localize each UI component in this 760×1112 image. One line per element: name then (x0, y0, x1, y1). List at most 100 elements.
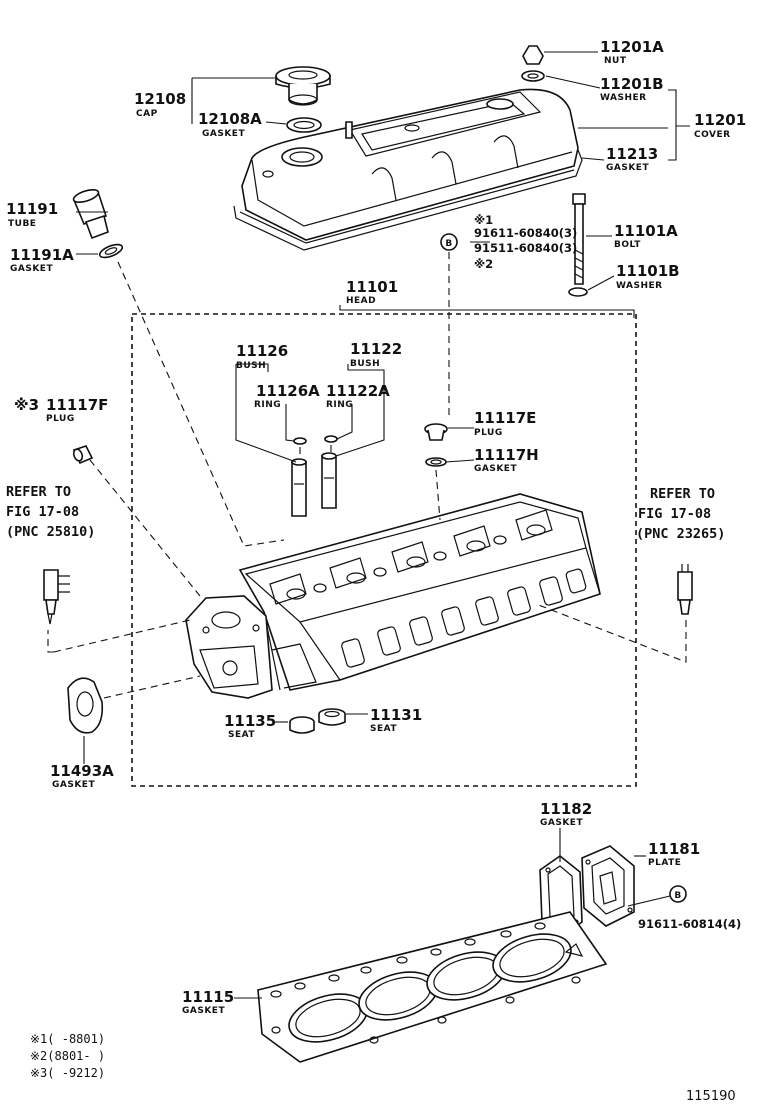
svg-text:11122A: 11122A (326, 382, 390, 400)
svg-text:WASHER: WASHER (616, 281, 663, 291)
label-refer-right: REFER TO FIG 17-08 (PNC 23265) (636, 486, 725, 542)
svg-text:B: B (674, 891, 681, 901)
label-11101a: 11101A BOLT (614, 222, 678, 250)
svg-text:GASKET: GASKET (474, 464, 517, 474)
svg-text:BOLT: BOLT (614, 240, 641, 250)
svg-text:SEAT: SEAT (370, 724, 397, 734)
ring-11122a (324, 435, 338, 443)
bush-11126 (291, 458, 307, 517)
label-11191a: 11191A GASKET (10, 246, 74, 274)
label-11122a: 11122A RING (326, 382, 390, 410)
svg-text:11115: 11115 (182, 988, 234, 1006)
label-11126: 11126 BUSH (236, 342, 288, 371)
svg-text:11101A: 11101A (614, 222, 678, 240)
svg-text:11213: 11213 (606, 145, 658, 163)
head-gasket-bores (288, 933, 572, 1043)
svg-text:FIG 17-08: FIG 17-08 (6, 504, 79, 520)
svg-text:NUT: NUT (604, 56, 627, 66)
seat-11135 (289, 716, 315, 734)
svg-text:GASKET: GASKET (202, 129, 245, 139)
label-11117h: 11117H GASKET (474, 446, 539, 474)
svg-text:※2: ※2 (474, 257, 493, 271)
svg-text:REFER TO: REFER TO (650, 486, 715, 502)
footnotes: ※1( -8801) ※2(8801- ) ※3( -9212) (30, 1032, 105, 1080)
svg-text:GASKET: GASKET (10, 264, 53, 274)
svg-text:GASKET: GASKET (182, 1006, 225, 1016)
seat-11131 (318, 708, 346, 726)
tube-gasket (98, 243, 124, 259)
head-gasket-holes (270, 922, 584, 1044)
gasket-11493a (67, 677, 104, 734)
svg-text:REFER TO: REFER TO (6, 484, 71, 500)
label-bolt-group: ※1 91611-60840(3) 91511-60840(3) ※2 (474, 213, 577, 271)
label-11122: 11122 BUSH (350, 340, 402, 369)
cylinder-head (185, 493, 601, 699)
svg-text:RING: RING (326, 400, 353, 410)
head-cam-holes (286, 524, 546, 600)
head-cam-bearings (269, 509, 553, 605)
label-11115: 11115 GASKET (182, 988, 234, 1016)
svg-text:※3: ※3 (14, 396, 39, 414)
bolt-symbol-head: B (440, 233, 458, 251)
svg-text:SEAT: SEAT (228, 730, 255, 740)
valve-cover-gasket (233, 149, 583, 251)
plate-11181 (581, 845, 635, 927)
cap-part (275, 66, 331, 106)
svg-text:WASHER: WASHER (600, 93, 647, 103)
sensor-right (677, 564, 693, 615)
label-11493a: 11493A GASKET (50, 762, 114, 790)
svg-text:(PNC 23265): (PNC 23265) (636, 526, 725, 542)
label-11135: 11135 SEAT (224, 712, 276, 740)
label-refer-left: REFER TO FIG 17-08 (PNC 25810) (6, 484, 95, 540)
svg-text:12108A: 12108A (198, 110, 262, 128)
ring-11126a (293, 437, 307, 445)
label-bolt-plate: 91611-60814(4) (638, 917, 741, 931)
assembly-dash-lines (47, 252, 687, 699)
svg-text:11131: 11131 (370, 706, 422, 724)
svg-text:COVER: COVER (694, 130, 731, 140)
svg-text:PLUG: PLUG (46, 414, 75, 424)
svg-text:PLUG: PLUG (474, 428, 503, 438)
label-11201: 11201 COVER (694, 111, 746, 140)
svg-text:BUSH: BUSH (236, 361, 266, 371)
svg-text:11135: 11135 (224, 712, 276, 730)
svg-text:(PNC 25810): (PNC 25810) (6, 524, 95, 540)
label-11213: 11213 GASKET (606, 145, 658, 173)
tube-part (72, 188, 109, 240)
svg-text:RING: RING (254, 400, 281, 410)
svg-text:11182: 11182 (540, 800, 592, 818)
svg-text:11126: 11126 (236, 342, 288, 360)
label-12108a: 12108A GASKET (198, 110, 262, 139)
svg-text:91611-60840(3): 91611-60840(3) (474, 226, 577, 240)
svg-text:11493A: 11493A (50, 762, 114, 780)
svg-text:11201B: 11201B (600, 75, 664, 93)
label-11182: 11182 GASKET (540, 800, 592, 828)
bush-11122 (321, 452, 337, 509)
svg-text:TUBE: TUBE (8, 219, 36, 229)
footnote-2: ※2(8801- ) (30, 1049, 105, 1063)
svg-text:91611-60814(4): 91611-60814(4) (638, 917, 741, 931)
label-11101b: 11101B WASHER (616, 262, 680, 291)
head-bolt (572, 193, 586, 285)
svg-text:12108: 12108 (134, 90, 186, 108)
plug-11117f (72, 445, 94, 465)
footnote-1: ※1( -8801) (30, 1032, 105, 1046)
label-11101: 11101 HEAD (346, 278, 398, 306)
label-11131: 11131 SEAT (370, 706, 422, 734)
gasket-11117h (425, 457, 447, 467)
svg-text:HEAD: HEAD (346, 296, 376, 306)
label-11126a: 11126A RING (254, 382, 320, 410)
svg-text:B: B (445, 239, 452, 249)
svg-text:PLATE: PLATE (648, 858, 681, 868)
svg-text:GASKET: GASKET (606, 163, 649, 173)
svg-text:11201A: 11201A (600, 38, 664, 56)
head-bolt-washer (568, 287, 588, 297)
svg-text:GASKET: GASKET (540, 818, 583, 828)
label-11201a: 11201A NUT (600, 38, 664, 66)
svg-text:11181: 11181 (648, 840, 700, 858)
head-front-housing (185, 595, 317, 699)
label-12108: 12108 CAP (134, 90, 186, 119)
svg-text:11191A: 11191A (10, 246, 74, 264)
head-exhaust-ports (341, 568, 587, 668)
